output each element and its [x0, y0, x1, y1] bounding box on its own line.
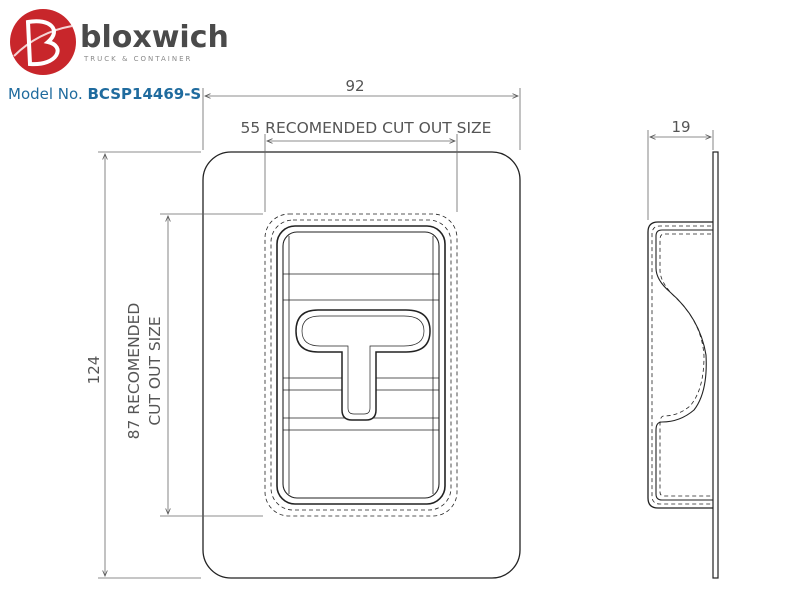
logo-b-mark-icon — [25, 19, 60, 67]
t-handle — [295, 309, 431, 421]
dim-overall-height — [98, 151, 201, 579]
side-handle-profile — [655, 229, 713, 501]
outer-plate — [202, 151, 521, 579]
side-flange — [712, 151, 719, 579]
model-prefix: Model No. — [8, 85, 83, 103]
dim-overall-width — [202, 88, 521, 150]
bloxwich-logo: bloxwich TRUCK & CONTAINER — [10, 9, 229, 75]
cutout-height-label-1: 87 RECOMENDED — [125, 303, 143, 440]
depth-label: 19 — [671, 118, 690, 136]
pan-outer — [276, 225, 446, 505]
dim-cutout-height — [160, 213, 263, 517]
dim-cutout-width — [264, 134, 458, 212]
cutout-height-label-2: CUT OUT SIZE — [146, 316, 164, 425]
model-number-label: Model No. BCSP14469-S — [8, 85, 201, 103]
overall-height-label: 124 — [85, 356, 103, 385]
cutout-width-label: 55 RECOMENDED CUT OUT SIZE — [241, 119, 492, 137]
dim-depth — [647, 130, 714, 220]
front-view — [202, 151, 521, 579]
overall-width-label: 92 — [345, 77, 364, 95]
brand-tagline: TRUCK & CONTAINER — [83, 55, 192, 63]
model-number: BCSP14469-S — [87, 85, 202, 103]
pan-inner — [282, 231, 440, 499]
brand-name: bloxwich — [80, 20, 229, 55]
cutout-outline — [264, 213, 458, 517]
side-pan-body — [647, 221, 713, 509]
side-view — [647, 151, 719, 579]
